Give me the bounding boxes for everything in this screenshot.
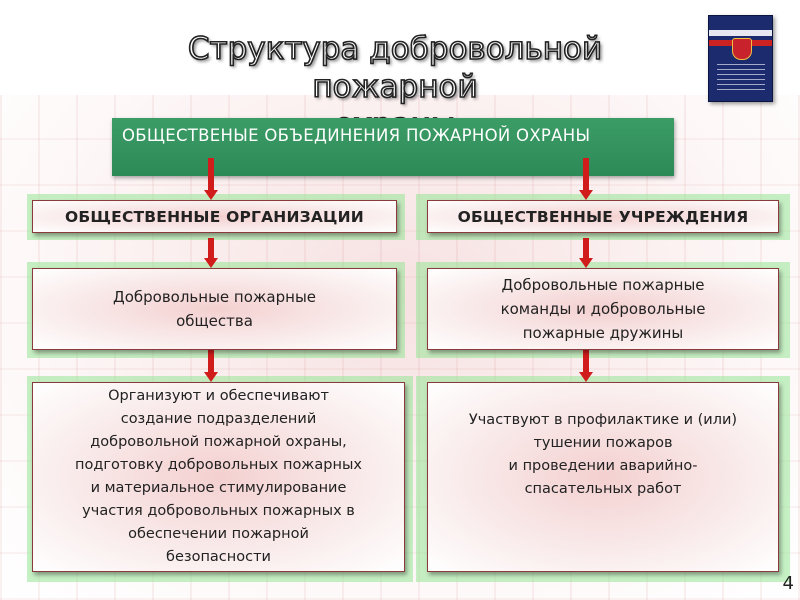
left-unit-box: Добровольные пожарные общества bbox=[32, 268, 397, 350]
arrow-down-icon bbox=[204, 350, 218, 384]
cover-stripe-white bbox=[709, 30, 772, 36]
header-box: ОБЩЕСТВЕНЫЕ ОБЪЕДИНЕНИЯ ПОЖАРНОЙ ОХРАНЫ bbox=[112, 118, 674, 176]
arrow-down-icon bbox=[204, 158, 218, 202]
right-unit-box: Добровольные пожарные команды и добровол… bbox=[427, 268, 779, 350]
left-org-type-box: ОБЩЕСТВЕННЫЕ ОРГАНИЗАЦИИ bbox=[32, 200, 397, 233]
page-number: 4 bbox=[782, 573, 794, 594]
left-org-type-label: ОБЩЕСТВЕННЫЕ ОРГАНИЗАЦИИ bbox=[65, 207, 364, 226]
right-role-box: Участвуют в профилактике и (или) тушении… bbox=[427, 382, 779, 572]
header-text: ОБЩЕСТВЕНЫЕ ОБЪЕДИНЕНИЯ ПОЖАРНОЙ ОХРАНЫ bbox=[122, 126, 591, 145]
left-unit-label: Добровольные пожарные общества bbox=[112, 288, 317, 330]
arrow-down-icon bbox=[579, 238, 593, 270]
arrow-down-icon bbox=[204, 238, 218, 270]
document-cover-icon bbox=[708, 15, 773, 102]
right-org-type-box: ОБЩЕСТВЕННЫЕ УЧРЕЖДЕНИЯ bbox=[427, 200, 779, 233]
arrow-down-icon bbox=[579, 158, 593, 202]
arrow-down-icon bbox=[579, 350, 593, 384]
right-unit-label: Добровольные пожарные команды и добровол… bbox=[500, 276, 706, 342]
right-org-type-label: ОБЩЕСТВЕННЫЕ УЧРЕЖДЕНИЯ bbox=[457, 207, 749, 226]
coat-of-arms-icon bbox=[732, 38, 752, 60]
left-role-box: Организуют и обеспечивают создание подра… bbox=[32, 382, 405, 572]
left-role-text: Организуют и обеспечивают создание подра… bbox=[75, 388, 362, 565]
title-line-1: Структура добровольной пожарной bbox=[187, 30, 603, 106]
cover-text-lines bbox=[717, 64, 765, 90]
right-role-text: Участвуют в профилактике и (или) тушении… bbox=[468, 412, 738, 497]
slide-title: Структура добровольной пожарной охраны bbox=[150, 30, 640, 144]
